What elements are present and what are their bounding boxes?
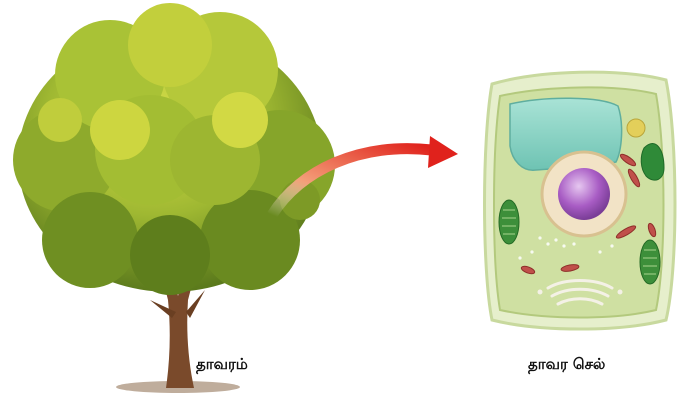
golgi-vesicle [618, 290, 623, 295]
tree-label: தாவரம் [196, 355, 248, 375]
arrow-head [428, 136, 458, 168]
golgi-vesicle [538, 290, 543, 295]
plant-cell-illustration [485, 72, 676, 329]
vesicle [627, 119, 645, 137]
chloroplast-icon [641, 144, 664, 181]
tree-canopy [13, 3, 335, 295]
chloroplast-icon [499, 200, 519, 244]
nucleus [558, 168, 610, 220]
plant-cell-label: தாவர செல் [528, 355, 605, 375]
chloroplast-icon [640, 240, 660, 284]
